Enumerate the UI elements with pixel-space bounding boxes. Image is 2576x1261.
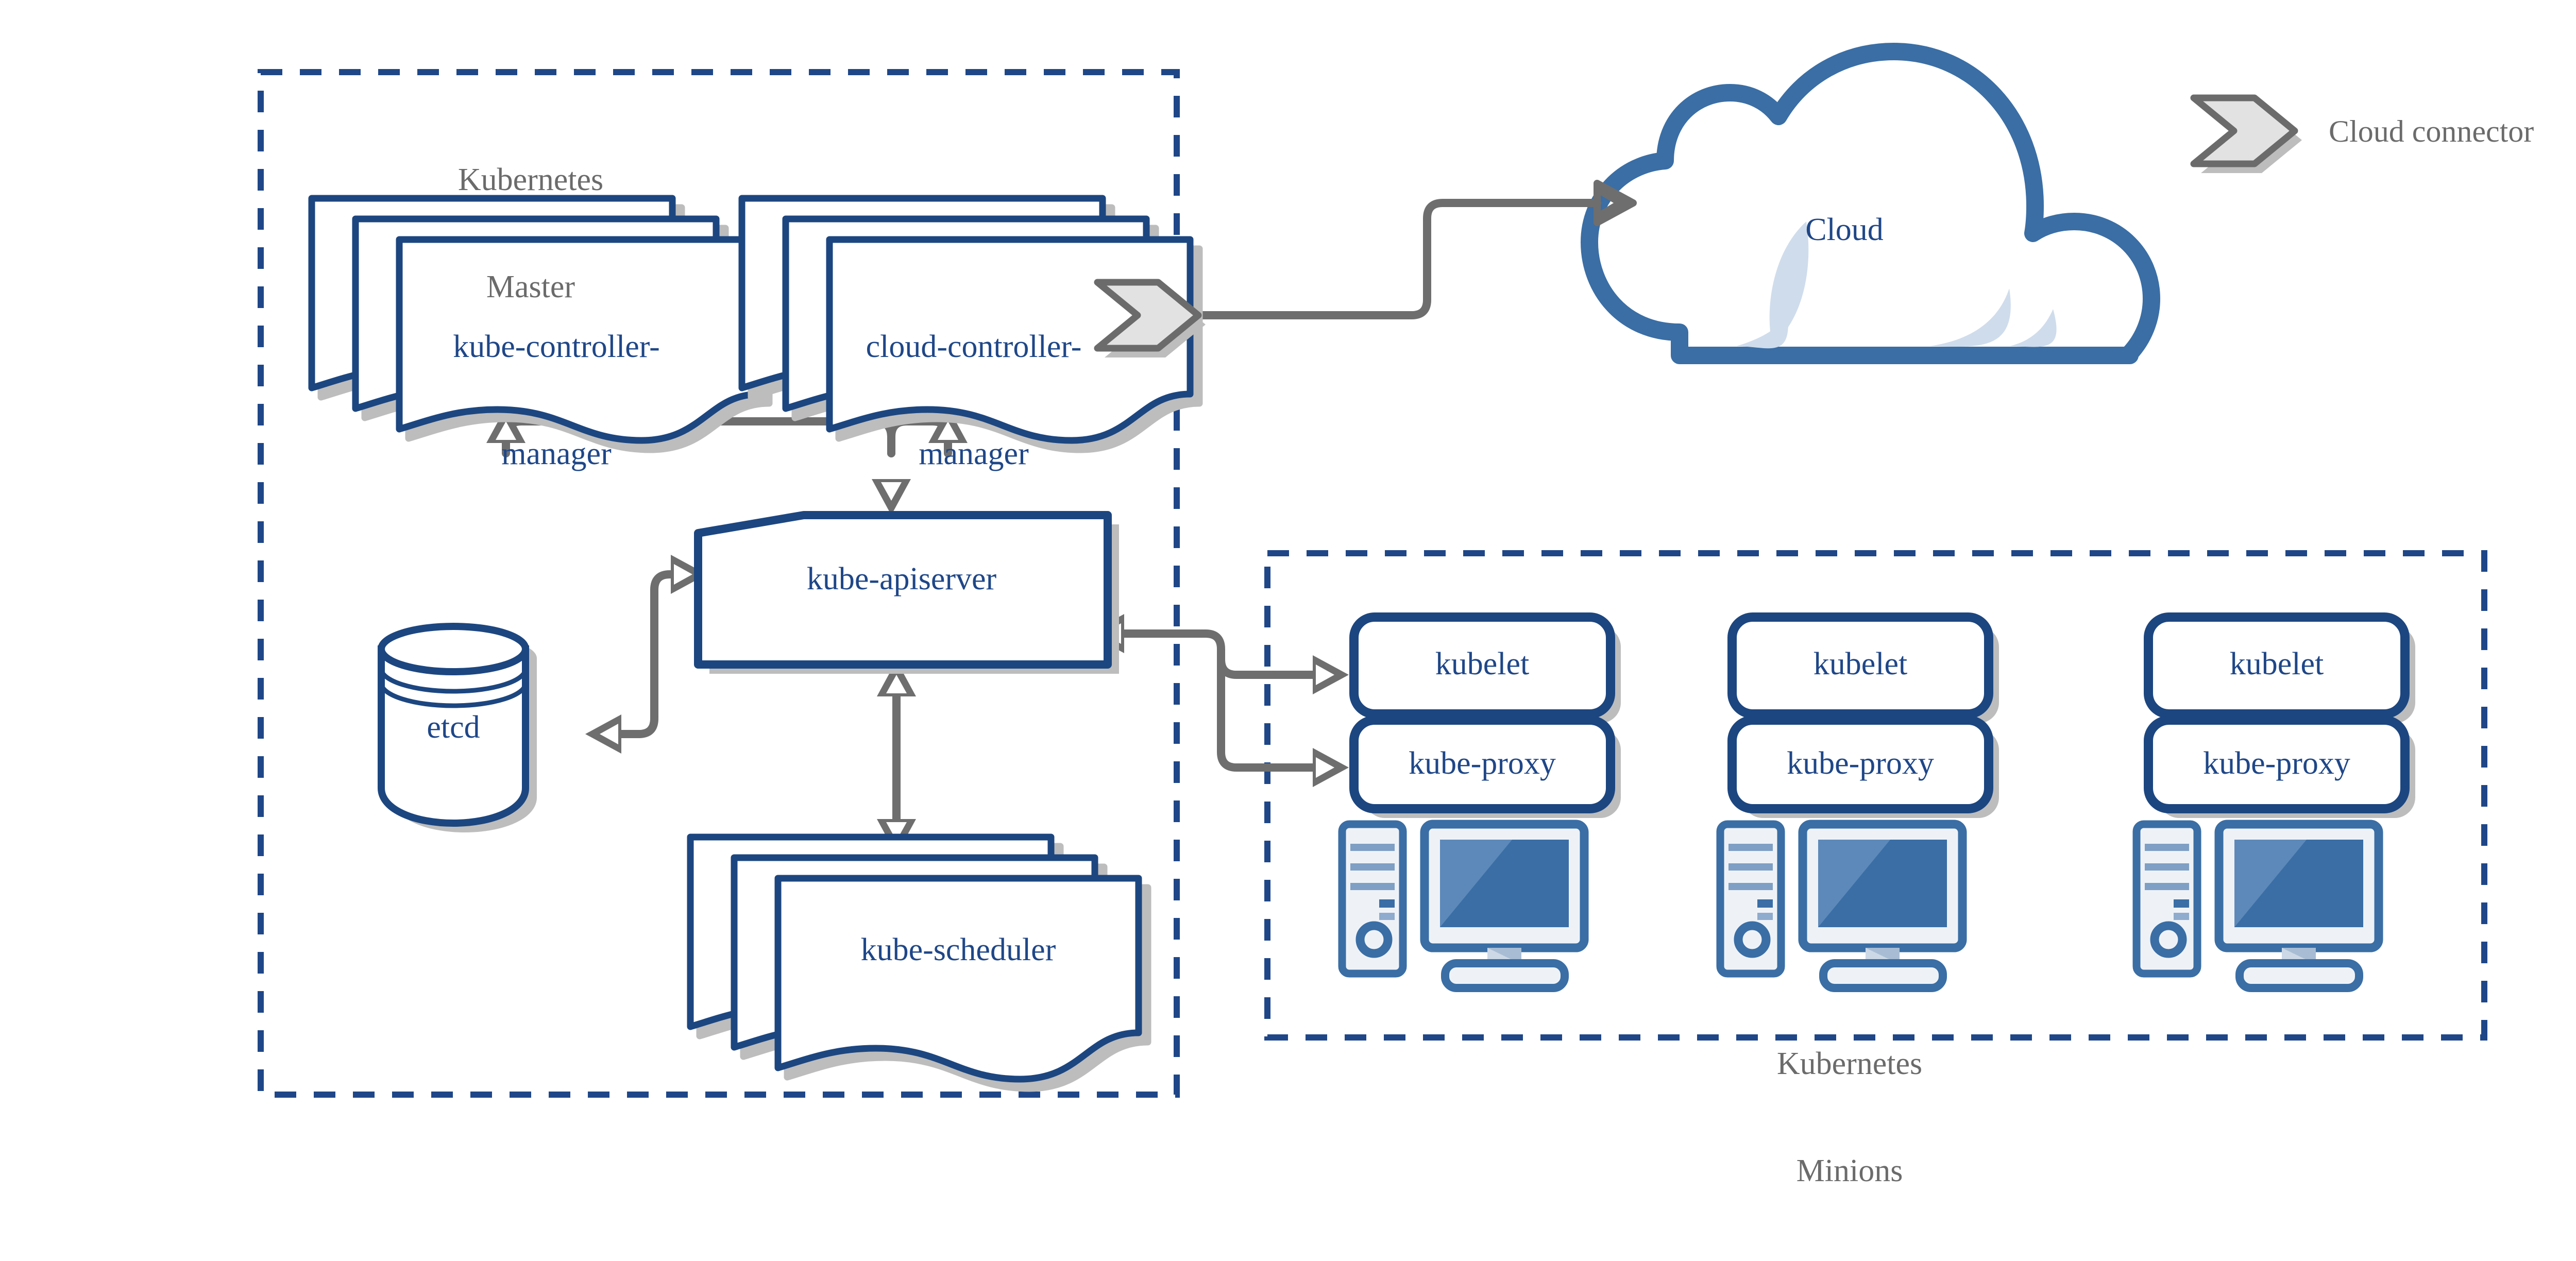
kube-controller-manager-node bbox=[312, 198, 769, 450]
diagram-canvas: Kubernetes Master kube-controller- manag… bbox=[258, 43, 2534, 1189]
master-group-boundary bbox=[258, 69, 1180, 1098]
kubelet-box-3 bbox=[2144, 612, 2410, 719]
etcd-node bbox=[378, 623, 537, 832]
kube-proxy-box-2 bbox=[1727, 715, 1993, 813]
cloud-shape bbox=[1581, 43, 2160, 364]
minions-group-label-line2: Minions bbox=[1796, 1153, 1903, 1189]
connector-apiserver-scheduler bbox=[877, 660, 916, 855]
connector-ccm-to-cloud bbox=[1144, 180, 1637, 319]
minion-node-2 bbox=[1720, 612, 1999, 988]
computer-icon-3 bbox=[2137, 824, 2379, 988]
computer-icon-2 bbox=[1720, 824, 1962, 988]
kube-apiserver-node bbox=[694, 511, 1119, 674]
diagram-svg bbox=[258, 43, 2487, 1098]
kube-proxy-box-3 bbox=[2144, 715, 2410, 813]
kubelet-box-1 bbox=[1349, 612, 1615, 719]
kube-proxy-box-1 bbox=[1349, 715, 1615, 813]
minions-group-boundary bbox=[1264, 550, 2487, 1041]
minion-node-1 bbox=[1342, 612, 1621, 988]
connector-apiserver-etcd bbox=[585, 555, 707, 754]
legend-cloud-connector-icon bbox=[2194, 98, 2302, 173]
kubelet-box-2 bbox=[1727, 612, 1993, 719]
computer-icon-1 bbox=[1342, 824, 1584, 988]
minion-node-3 bbox=[2137, 612, 2415, 988]
connector-apiserver-minions bbox=[1088, 614, 1349, 787]
kube-scheduler-node bbox=[690, 837, 1148, 1088]
